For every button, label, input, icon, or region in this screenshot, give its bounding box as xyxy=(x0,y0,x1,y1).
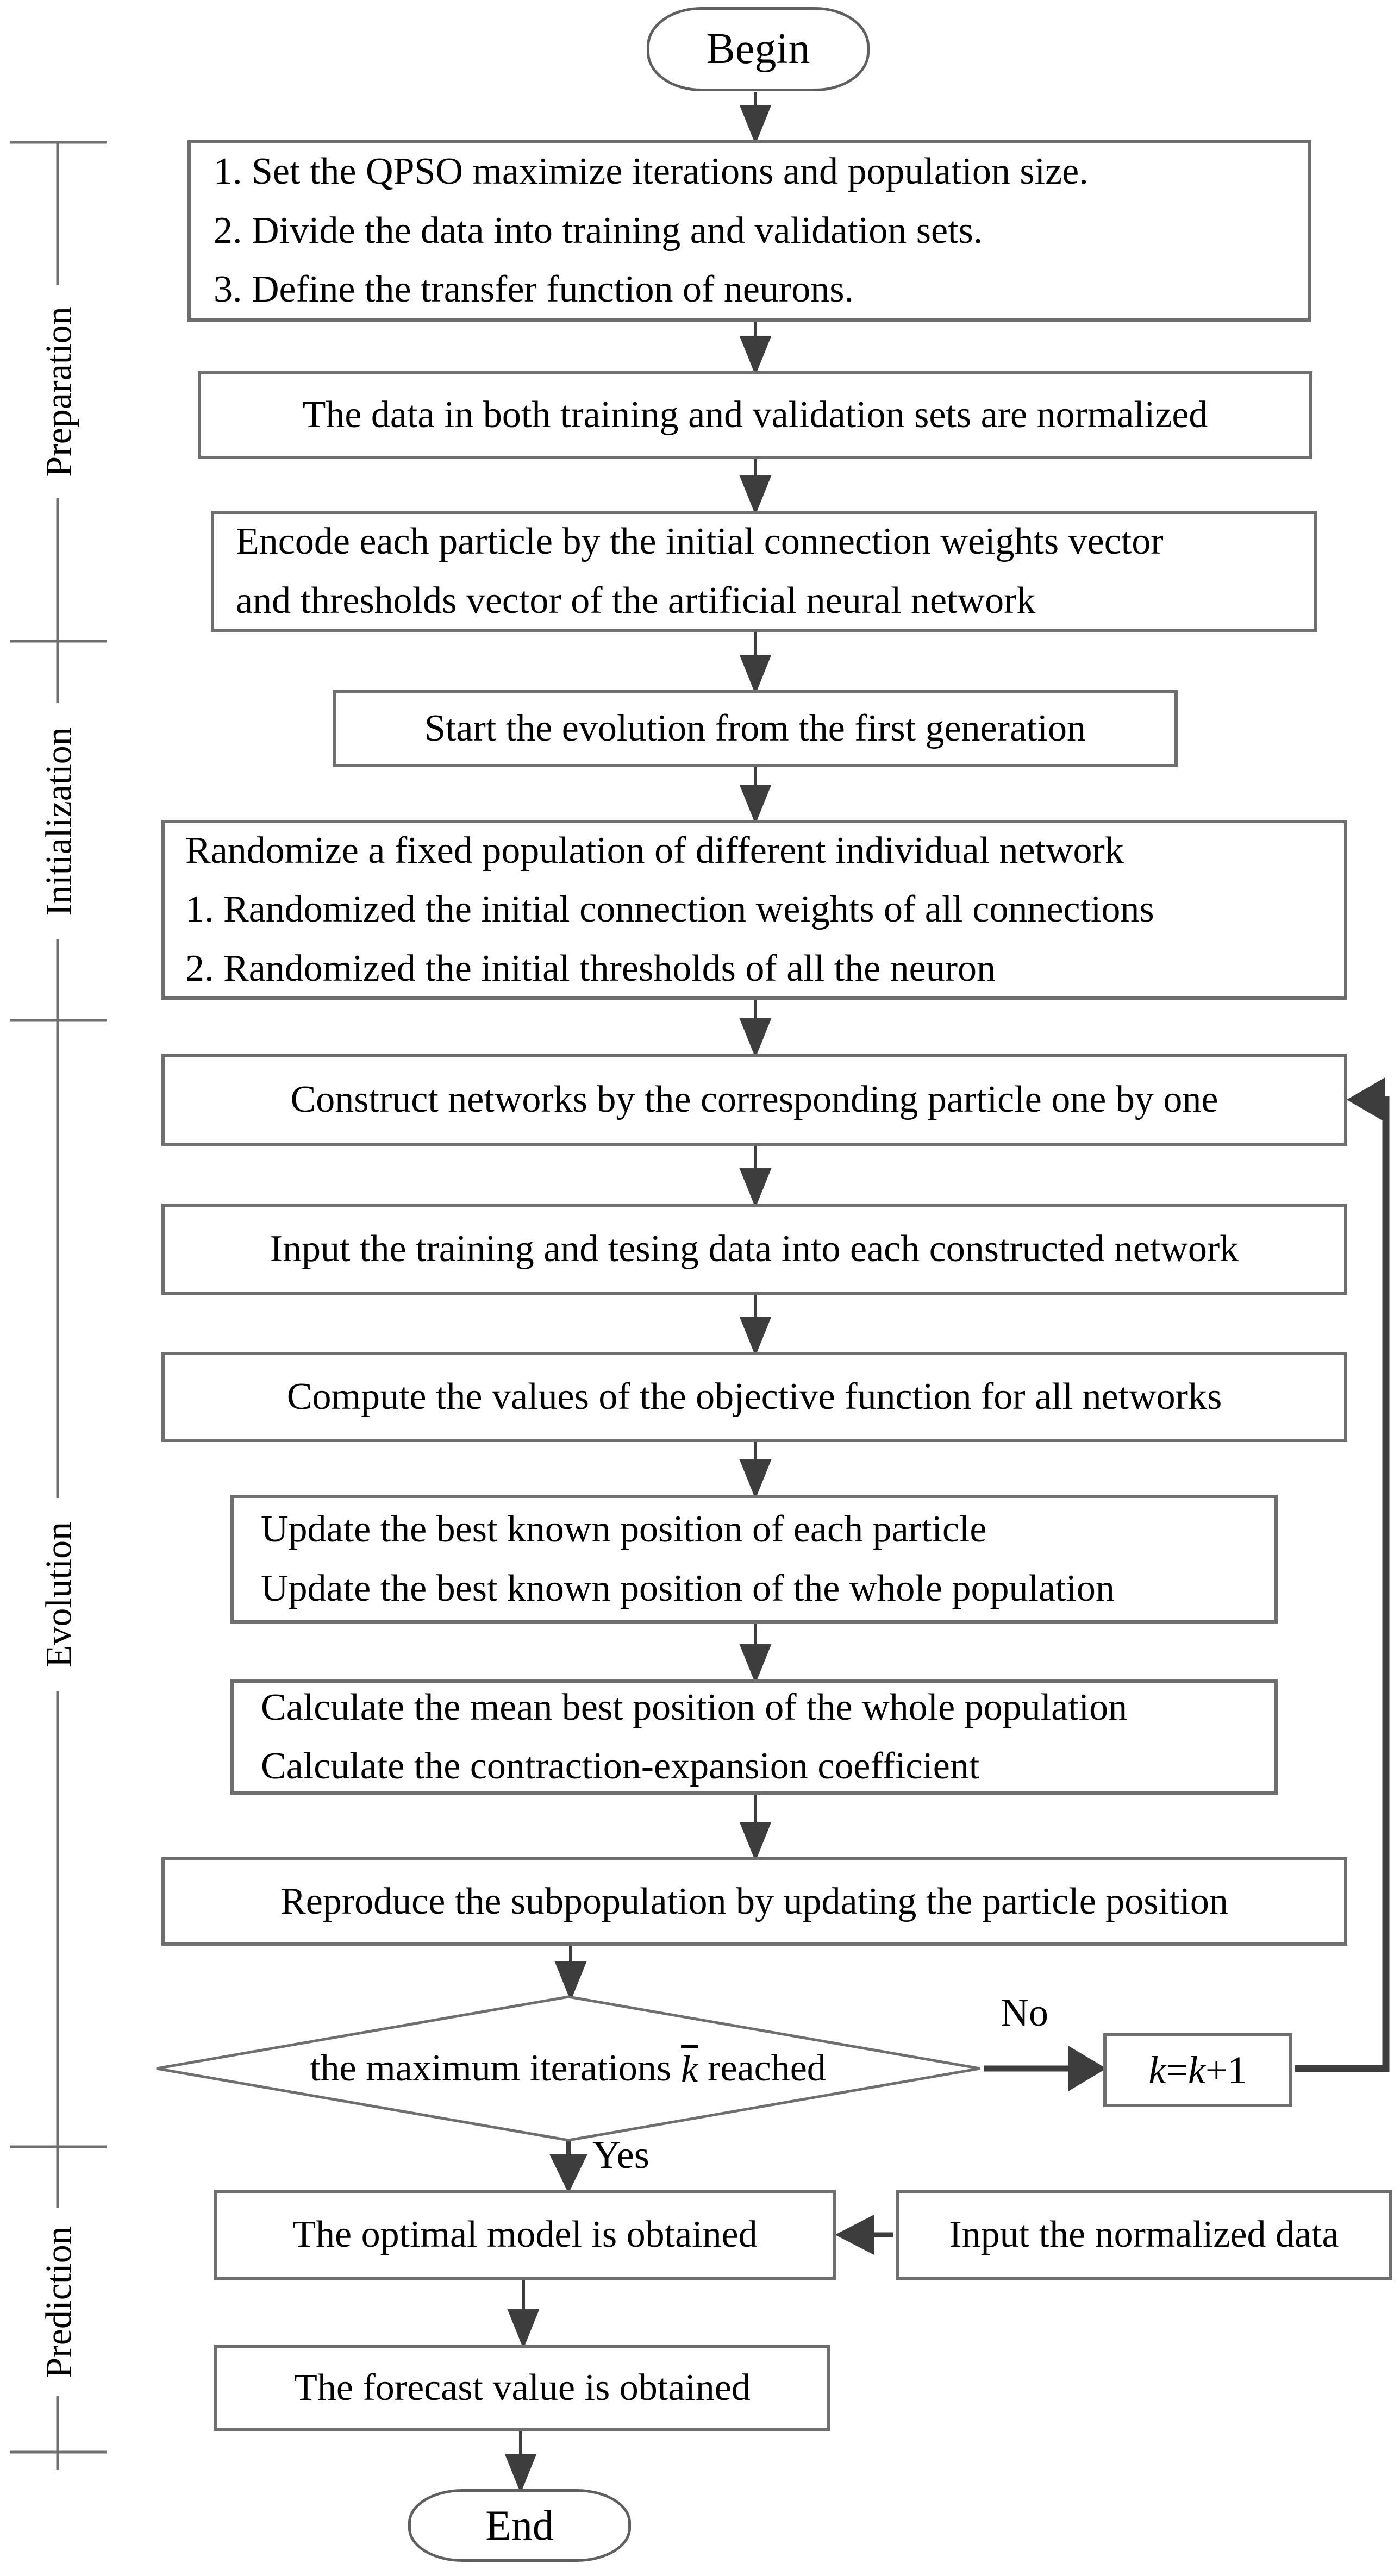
node-line: and thresholds vector of the artificial … xyxy=(236,579,1036,622)
node-line: Calculate the mean best position of the … xyxy=(261,1686,1128,1728)
node-counter: k = k +1 xyxy=(1103,2033,1292,2107)
terminal-begin: Begin xyxy=(647,7,870,91)
node-calculate: Calculate the mean best position of the … xyxy=(230,1679,1278,1795)
node-line: 2. Divide the data into training and val… xyxy=(214,209,983,252)
node-update-best: Update the best known position of each p… xyxy=(230,1495,1278,1624)
node-encode: Encode each particle by the initial conn… xyxy=(211,511,1317,632)
node-input-training: Input the training and tesing data into … xyxy=(161,1204,1347,1295)
node-start-evolution: Start the evolution from the first gener… xyxy=(333,690,1178,767)
node-line: 1. Set the QPSO maximize iterations and … xyxy=(214,151,1089,193)
node-line: Calculate the contraction-expansion coef… xyxy=(261,1745,980,1787)
counter-k2: k xyxy=(1188,2048,1205,2092)
node-optimal-model: The optimal model is obtained xyxy=(214,2190,836,2280)
node-compute: Compute the values of the objective func… xyxy=(161,1352,1347,1442)
flow-arrows xyxy=(504,92,1390,2494)
node-forecast: The forecast value is obtained xyxy=(214,2345,830,2431)
decision-diamond xyxy=(156,1995,980,2142)
node-reproduce: Reproduce the subpopulation by updating … xyxy=(161,1857,1347,1946)
begin-label: Begin xyxy=(706,25,810,73)
node-line: Randomize a fixed population of differen… xyxy=(185,829,1124,872)
node-randomize: Randomize a fixed population of differen… xyxy=(161,820,1347,1000)
terminal-end: End xyxy=(408,2489,631,2562)
node-normalize: The data in both training and validation… xyxy=(198,371,1312,459)
node-line: Update the best known position of each p… xyxy=(261,1508,987,1550)
iteration-symbol-kbar: k xyxy=(681,2048,698,2090)
decision-suffix: reached xyxy=(708,2047,826,2089)
node-line: 3. Define the transfer function of neuro… xyxy=(214,268,854,311)
decision-label: the maximum iterations k reached xyxy=(179,2038,957,2099)
counter-plus-one: +1 xyxy=(1205,2048,1247,2092)
node-setup: 1. Set the QPSO maximize iterations and … xyxy=(188,140,1311,322)
end-label: End xyxy=(485,2502,554,2549)
phase-brackets xyxy=(10,141,107,2470)
node-line: 2. Randomized the initial thresholds of … xyxy=(185,947,996,989)
node-line: Update the best known position of the wh… xyxy=(261,1567,1115,1609)
counter-k1: k xyxy=(1148,2048,1166,2092)
counter-eq: = xyxy=(1166,2048,1188,2092)
node-input-normalized: Input the normalized data xyxy=(896,2190,1392,2280)
decision-prefix: the maximum iterations xyxy=(310,2047,672,2089)
edge-label-no: No xyxy=(1001,1991,1048,2034)
edge-label-yes: Yes xyxy=(592,2133,649,2177)
node-line: Encode each particle by the initial conn… xyxy=(236,521,1164,562)
node-line: 1. Randomized the initial connection wei… xyxy=(185,888,1154,931)
node-construct: Construct networks by the corresponding … xyxy=(161,1054,1347,1146)
